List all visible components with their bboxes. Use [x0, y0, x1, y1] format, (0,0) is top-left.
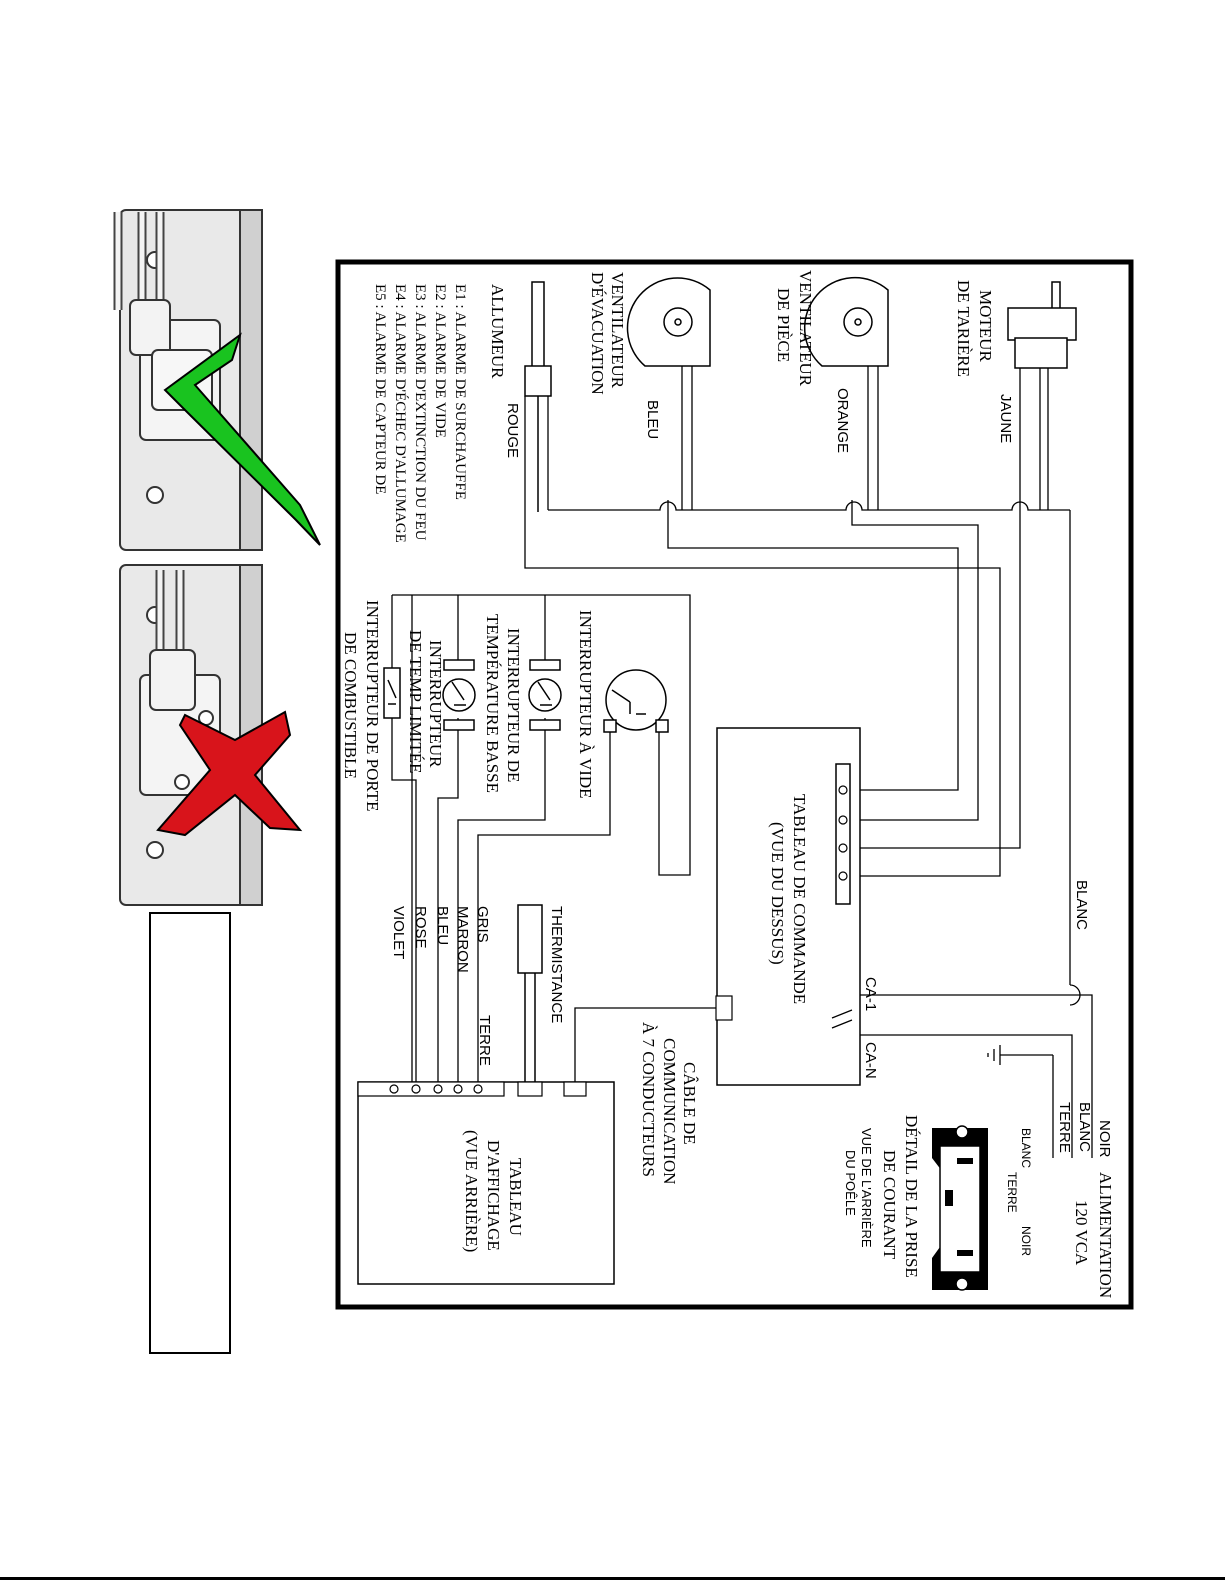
auger-motor-label-1: MOTEUR	[976, 290, 995, 362]
red-x-icon	[156, 710, 303, 837]
door-switch-label-2: DE COMBUSTIBLE	[341, 632, 360, 779]
wire-label-can: CA-N	[862, 1042, 879, 1079]
igniter-icon	[524, 281, 552, 512]
display-board-line3: (VUE ARRIÈRE)	[462, 1130, 481, 1252]
display-ground-label: TERRE	[476, 1015, 493, 1066]
rear-view-label-1: VUE DE L'ARRIÈRE	[859, 1128, 874, 1248]
display-wire-violet: VIOLET	[390, 906, 407, 959]
alarm-e2: E2 : ALARME DE VIDE	[432, 284, 448, 438]
incorrect-connection-photo	[119, 564, 303, 906]
display-wire-rose: ROSE	[412, 906, 429, 949]
display-board-title: TABLEAU	[506, 1158, 525, 1236]
control-board-title: TABLEAU DE COMMANDE	[790, 794, 809, 1004]
green-check-icon	[163, 332, 321, 546]
power-wiring	[831, 984, 1093, 1158]
outlet-pin-blanc: BLANC	[1019, 1128, 1033, 1168]
outlet-pin-terre: TERRE	[1005, 1172, 1019, 1213]
switch-wiring	[391, 594, 691, 1082]
exhaust-fan-label-2: D'ÉVACUATION	[588, 272, 607, 395]
comm-cable-label-2: COMMUNICATION	[660, 1038, 679, 1184]
room-fan-label-1: VENTILATEUR	[796, 270, 815, 387]
control-board	[715, 727, 861, 1086]
control-board-subtitle: (VUE DU DESSUS)	[768, 822, 787, 965]
page-bottom-rule	[0, 1577, 1225, 1580]
outlet-detail-label-1: DÉTAIL DE LA PRISE	[902, 1115, 921, 1278]
comm-cable-label-3: À 7 CONDUCTEURS	[639, 1022, 658, 1177]
display-wire-gris: GRIS	[474, 906, 491, 943]
rear-view-label-2: DU POÊLE	[843, 1150, 858, 1216]
power-outlet-icon	[932, 1125, 988, 1291]
supply-wire-terre: TERRE	[1056, 1102, 1073, 1153]
thermistor-label: THERMISTANCE	[548, 906, 565, 1023]
igniter-label: ALLUMEUR	[488, 284, 507, 379]
supply-wire-blanc: BLANC	[1076, 1102, 1093, 1152]
door-switch-icon	[383, 667, 401, 719]
vacuum-switch-icon	[603, 669, 669, 733]
wire-label-orange: ORANGE	[834, 388, 851, 453]
wire-label-bleu: BLEU	[644, 400, 661, 439]
wire-label-jaune: JAUNE	[997, 394, 1014, 443]
note-box	[149, 912, 231, 1354]
outlet-detail-label-2: DE COURANT	[880, 1150, 899, 1260]
thermistor-icon	[517, 904, 543, 1082]
room-fan-label-2: DE PIÈCE	[774, 288, 793, 362]
exhaust-fan-label-1: VENTILATEUR	[608, 272, 627, 389]
alarm-e3: E3 : ALARME D'EXTINCTION DU FEU	[412, 284, 428, 541]
alarm-e1: E1 : ALARME DE SURCHAUFFE	[452, 284, 468, 500]
display-board	[357, 1081, 615, 1285]
exhaust-fan-icon	[626, 277, 711, 367]
high-limit-switch-label-2: DE TEMP LIMITÉE	[406, 630, 425, 774]
supply-wire-noir: NOIR	[1096, 1120, 1113, 1158]
display-board-line2: D'AFFICHAGE	[484, 1140, 503, 1251]
wire-label-blanc: BLANC	[1073, 880, 1090, 930]
comm-cable-label-1: CÂBLE DE	[680, 1062, 699, 1145]
high-limit-switch-label-1: INTERRUPTEUR	[426, 640, 445, 768]
correct-connection-photo	[113, 209, 321, 551]
auger-motor-label-2: DE TARIÈRE	[954, 280, 973, 377]
component-wiring	[524, 366, 1071, 985]
power-supply-label-2: 120 VCA	[1072, 1200, 1091, 1266]
alarm-e4: E4 : ALARME D'ÉCHEC D'ALLUMAGE	[392, 284, 409, 543]
power-supply-label-1: ALIMENTATION	[1096, 1172, 1115, 1298]
low-temp-switch-label-1: INTERRUPTEUR DE	[504, 628, 523, 782]
high-limit-switch-icon	[442, 659, 476, 731]
low-temp-switch-label-2: TEMPÉRATURE BASSE	[483, 614, 502, 793]
vacuum-switch-label: INTERRUPTEUR À VIDE	[576, 610, 595, 799]
wire-label-rouge: ROUGE	[504, 403, 521, 458]
wire-label-ca1: CA-1	[862, 977, 879, 1011]
low-temp-switch-icon	[528, 659, 562, 731]
comm-cable	[574, 1007, 716, 1082]
room-fan-icon	[803, 276, 889, 367]
door-switch-label-1: INTERRUPTEUR DE PORTE	[363, 600, 382, 811]
auger-motor-icon	[1007, 281, 1077, 369]
outlet-pin-noir: NOIR	[1019, 1226, 1033, 1256]
alarm-e5: E5 : ALARME DE CAPTEUR DE	[372, 284, 388, 494]
display-wire-marron: MARRON	[454, 906, 471, 973]
display-wire-bleu: BLEU	[434, 906, 451, 945]
